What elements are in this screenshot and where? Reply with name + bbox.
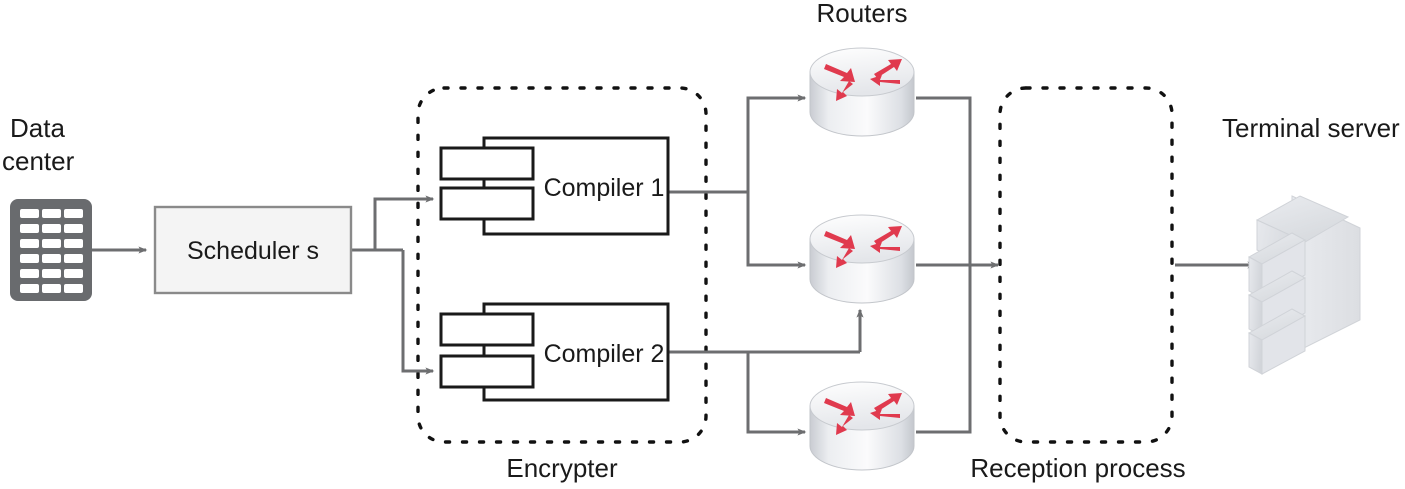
node-data-center[interactable]: Data center (2, 113, 92, 301)
edge-scheduler-to-compiler2 (401, 250, 435, 375)
scheduler-box (153, 205, 353, 295)
edge-compiler1-to-router1 (746, 94, 807, 192)
data-center-slots (20, 209, 83, 293)
data-center-label-line2: center (2, 146, 75, 176)
edge-compiler2-to-router3 (746, 352, 807, 436)
router-2-arrows (824, 226, 902, 268)
compiler-1-port-bottom (439, 186, 535, 221)
group-encrypter: Encrypter (416, 86, 708, 483)
edges-layer (92, 94, 1257, 436)
compiler-2-port-top (439, 312, 535, 347)
compiler-2-port-bottom (439, 354, 535, 389)
edge-scheduler-to-compiler1 (373, 195, 435, 250)
router-3-arrows (824, 393, 902, 435)
router-2-cylinder-top (809, 214, 915, 264)
compiler-1-label: Compiler 1 (544, 174, 665, 202)
node-terminal-server[interactable]: Terminal server (1222, 113, 1400, 375)
compiler-2-label: Compiler 2 (544, 340, 665, 368)
group-reception-process: Reception process (970, 86, 1186, 483)
reception-process-label: Reception process (970, 453, 1185, 483)
reception-process-dashed-border (998, 86, 1174, 444)
compiler-1-port-top (439, 146, 535, 181)
edge-compiler1-to-router2 (746, 192, 807, 269)
node-compiler-1[interactable]: Compiler 1 (439, 136, 670, 236)
node-router-1[interactable] (809, 47, 915, 137)
router-3-cylinder-top (809, 381, 915, 431)
routers-title: Routers (816, 0, 907, 28)
scheduler-label: Scheduler s (187, 237, 319, 265)
data-center-label-line1: Data (10, 113, 65, 143)
node-scheduler[interactable]: Scheduler s (153, 205, 353, 295)
encrypter-dashed-border (416, 86, 708, 444)
router-1-arrows (824, 59, 902, 101)
node-router-3[interactable] (809, 381, 915, 471)
edge-router1-to-collector (916, 96, 972, 265)
node-compiler-2[interactable]: Compiler 2 (439, 302, 670, 402)
encrypter-label: Encrypter (506, 453, 618, 483)
node-router-2[interactable] (809, 214, 915, 304)
router-1-cylinder-top (809, 47, 915, 97)
terminal-server-stack (1247, 195, 1350, 375)
terminal-server-label: Terminal server (1222, 113, 1400, 143)
edge-router3-to-collector (916, 265, 972, 434)
